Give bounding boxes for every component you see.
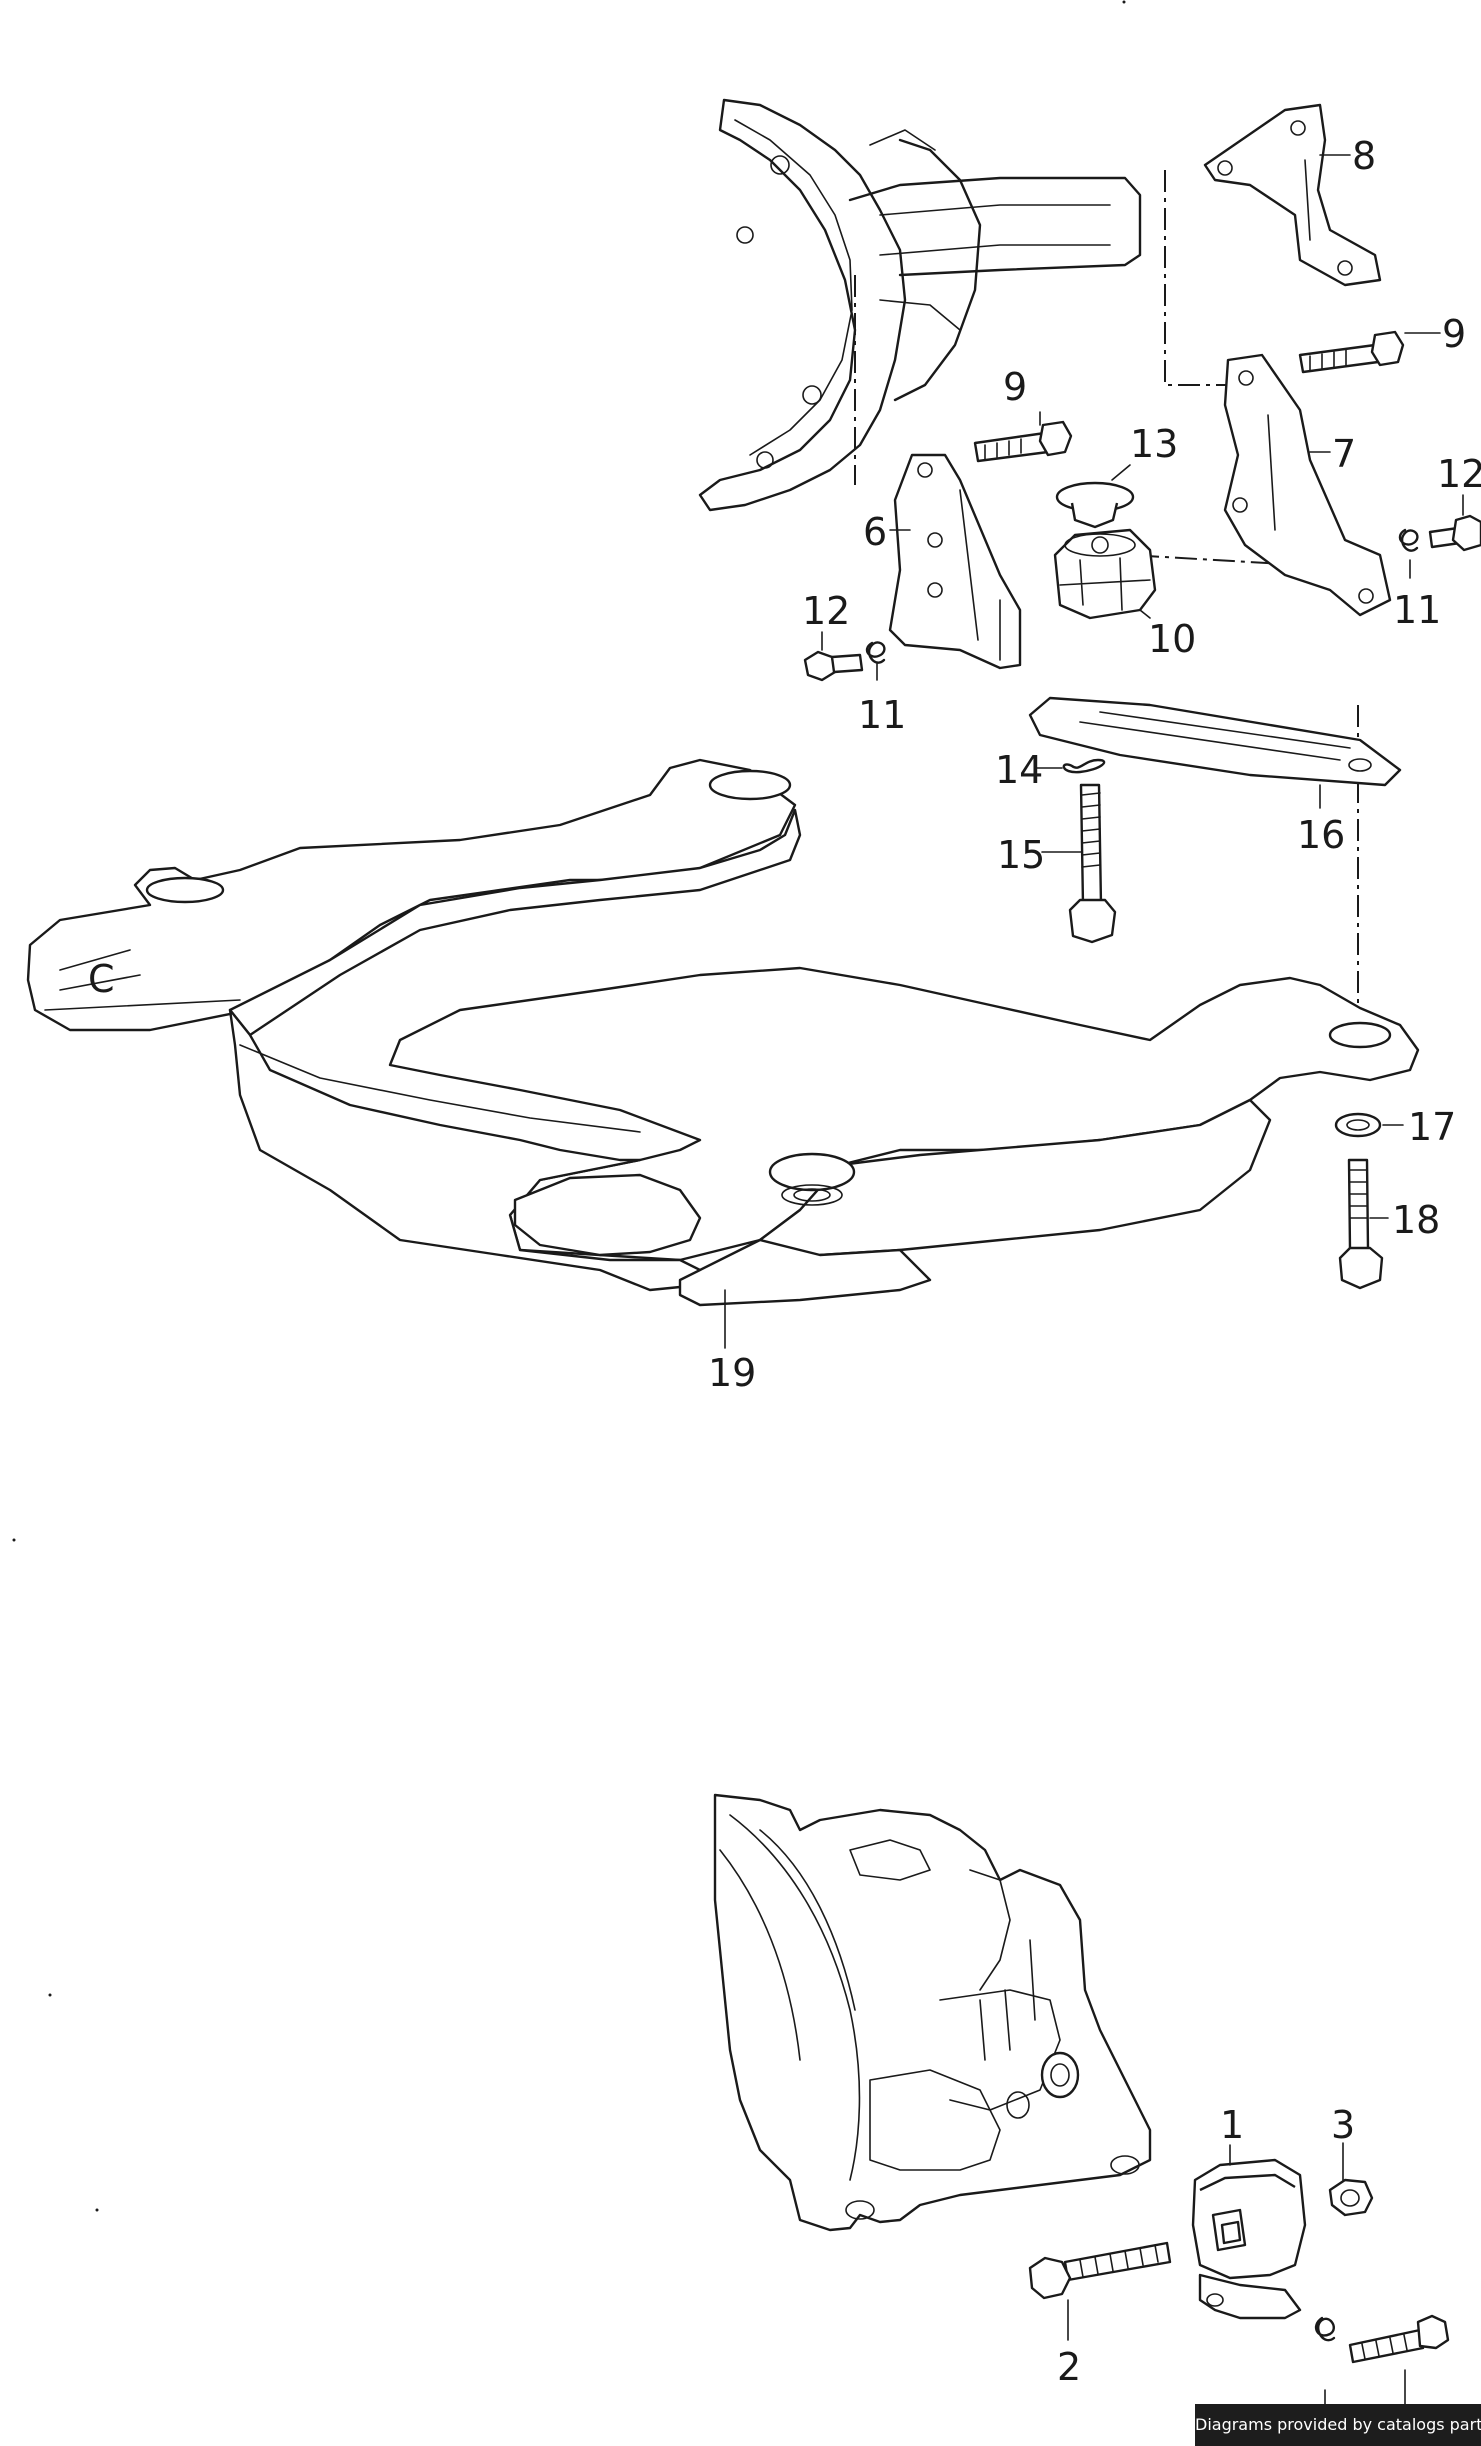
callout-12-left: 12: [802, 589, 850, 633]
callout-18: 18: [1392, 1198, 1440, 1242]
callout-16: 16: [1297, 813, 1345, 857]
bolt-part-12-right: [1428, 514, 1481, 552]
subframe-mark: C: [88, 957, 115, 1001]
callout-2: 2: [1057, 2345, 1081, 2389]
callout-13: 13: [1130, 422, 1178, 466]
bolt-part-9-lower: [973, 420, 1073, 463]
callout-11-left: 11: [858, 693, 906, 737]
bolt-part-2: [1028, 2241, 1172, 2300]
bolt-part-15: [1068, 783, 1117, 944]
callout-7: 7: [1332, 432, 1356, 476]
nut-part-3: [1328, 2178, 1374, 2217]
callout-19: 19: [708, 1351, 756, 1395]
leader-lines: [724, 154, 1464, 2421]
washer-hole-part-17: [1346, 1119, 1370, 1131]
transmission-housing-upper: [698, 98, 1142, 512]
rubber-mount-part-1: [1191, 2158, 1307, 2320]
callout-3: 3: [1331, 2103, 1355, 2147]
bracket-part-6: [888, 453, 1022, 670]
credit-badge: Diagrams provided by catalogs parts: [1195, 2404, 1481, 2446]
callout-11-right: 11: [1393, 588, 1441, 632]
callout-12-right: 12: [1437, 452, 1481, 496]
callout-10: 10: [1148, 617, 1196, 661]
callout-15: 15: [997, 833, 1045, 877]
callout-17: 17: [1408, 1105, 1456, 1149]
bracket-part-7: [1223, 353, 1392, 617]
washer-part-17: [1334, 1112, 1382, 1138]
callout-14: 14: [995, 748, 1043, 792]
washer-lower-right: [1314, 2316, 1336, 2342]
washer-part-11-left: [865, 641, 886, 664]
callout-labels: 8 9 9 7 13 12 6 11 10 12 11 14 15 16 17 …: [708, 134, 1481, 2389]
bolt-part-18: [1338, 1158, 1384, 1290]
bolt-part-9-upper: [1298, 330, 1405, 374]
callout-6: 6: [863, 510, 887, 554]
gearbox-lower: [713, 1793, 1152, 2232]
callout-8: 8: [1352, 134, 1376, 178]
scan-specks: [12, 0, 1126, 2212]
washer-part-14: [1062, 758, 1106, 774]
callout-9-lower: 9: [1003, 365, 1027, 409]
bolt-lower-right: [1348, 2314, 1450, 2364]
support-plate-part-16: [1028, 696, 1402, 787]
callout-9-upper: 9: [1442, 312, 1466, 356]
callout-1: 1: [1220, 2103, 1244, 2147]
engine-mount-part-10: [1053, 528, 1157, 620]
subframe-part-19: C: [26, 758, 1420, 1307]
centerline-upper: [1164, 170, 1232, 386]
cap-part-13: [1055, 481, 1135, 529]
washer-part-11-right: [1398, 528, 1419, 552]
bolt-part-12-left: [803, 650, 864, 682]
bracket-part-8: [1203, 103, 1382, 287]
